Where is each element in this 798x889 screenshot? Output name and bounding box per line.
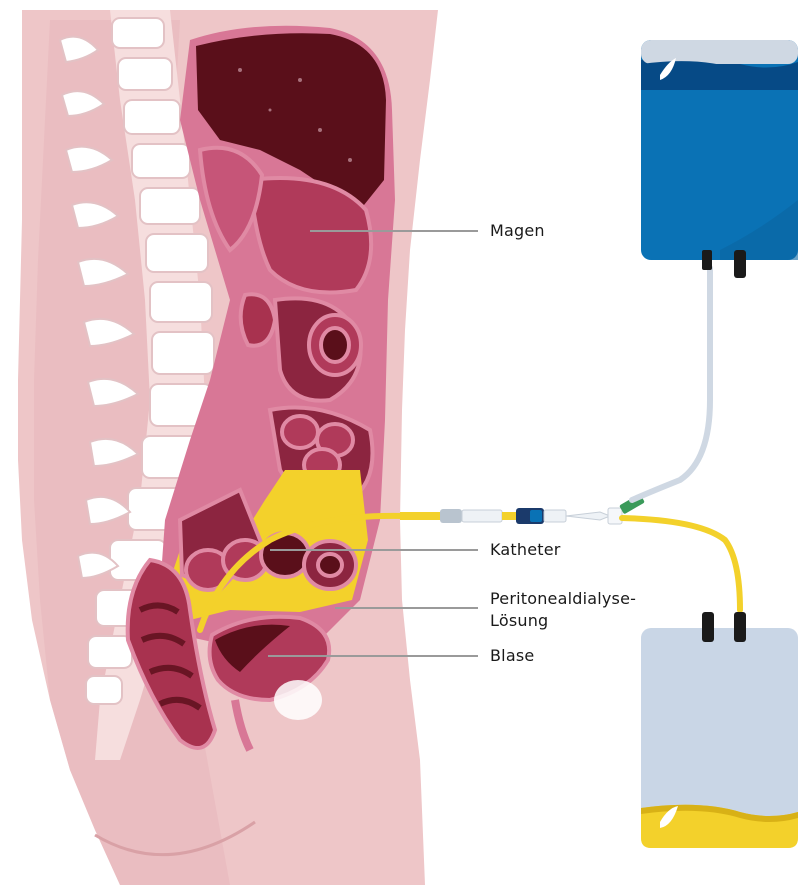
catheter-connector-assembly: [400, 494, 645, 524]
label-solution-line2: Lösung: [490, 610, 548, 632]
label-magen: Magen: [490, 220, 545, 242]
fresh-solution-bag: [641, 40, 798, 278]
label-katheter: Katheter: [490, 539, 561, 561]
drain-bag: [641, 612, 798, 848]
label-solution-line1: Peritonealdialyse-: [490, 588, 636, 610]
label-blase: Blase: [490, 645, 534, 667]
outflow-tube: [622, 518, 740, 610]
inflow-tube: [632, 268, 710, 500]
